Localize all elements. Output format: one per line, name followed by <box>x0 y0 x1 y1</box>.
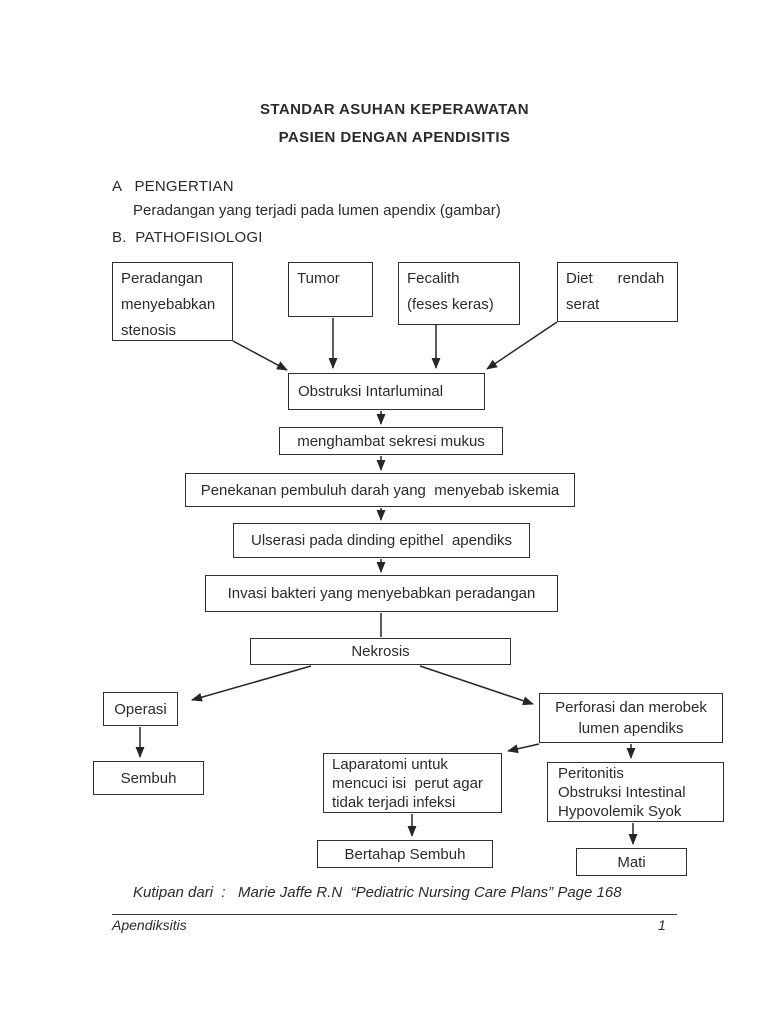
flowchart-box-laparatomi: Laparatomi untuk mencuci isi perut agar … <box>323 753 502 813</box>
flowchart-box-perforasi: Perforasi dan merobek lumen apendiks <box>539 693 723 743</box>
arrow-nekrosis-to-perforasi <box>419 665 534 706</box>
page-title-line2: PASIEN DENGAN APENDISITIS <box>278 129 511 146</box>
page-title-line1: STANDAR ASUHAN KEPERAWATAN <box>259 101 529 118</box>
flowchart-box-peritonitis: Peritonitis Obstruksi Intestinal Hypovol… <box>547 762 724 822</box>
flowchart-box-mati: Mati <box>576 848 687 876</box>
arrow-diet-to-obstruksi <box>486 321 558 370</box>
flowchart-box-fecalith: Fecalith (feses keras) <box>398 262 520 325</box>
footer-page-number: 1 <box>658 917 666 933</box>
footer-divider <box>112 914 677 915</box>
flowchart-box-sembuh: Sembuh <box>93 761 204 795</box>
arrow-perforasi-to-laparatomi <box>507 743 540 754</box>
flowchart-box-operasi: Operasi <box>103 692 178 726</box>
arrow-peradangan-to-obstruksi <box>232 340 288 371</box>
section-b-heading: B. PATHOFISIOLOGI <box>112 229 263 246</box>
flowchart-box-bertahap-sembuh: Bertahap Sembuh <box>317 840 493 868</box>
arrow-nekrosis-to-operasi <box>191 665 312 702</box>
flowchart-box-diet-rendah-serat: Diet rendah serat <box>557 262 678 322</box>
flowchart-box-peradangan-stenosis: Peradangan menyebabkan stenosis <box>112 262 233 341</box>
flowchart-box-menghambat-sekresi: menghambat sekresi mukus <box>279 427 503 455</box>
citation-text: Kutipan dari : Marie Jaffe R.N “Pediatri… <box>133 884 622 901</box>
footer-document-title: Apendiksitis <box>112 917 187 933</box>
flowchart-box-penekanan-iskemia: Penekanan pembuluh darah yang menyebab i… <box>185 473 575 507</box>
flowchart-box-obstruksi-intarluminal: Obstruksi Intarluminal <box>288 373 485 410</box>
flowchart-box-invasi-bakteri: Invasi bakteri yang menyebabkan peradang… <box>205 575 558 612</box>
page-title: STANDAR ASUHAN KEPERAWATAN PASIEN DENGAN… <box>112 96 677 152</box>
flowchart-box-ulserasi-epithel: Ulserasi pada dinding epithel apendiks <box>233 523 530 558</box>
flowchart-box-tumor: Tumor <box>288 262 373 317</box>
section-a-heading: A PENGERTIAN <box>112 178 234 195</box>
flowchart-box-nekrosis: Nekrosis <box>250 638 511 665</box>
section-a-body: Peradangan yang terjadi pada lumen apend… <box>133 202 501 219</box>
